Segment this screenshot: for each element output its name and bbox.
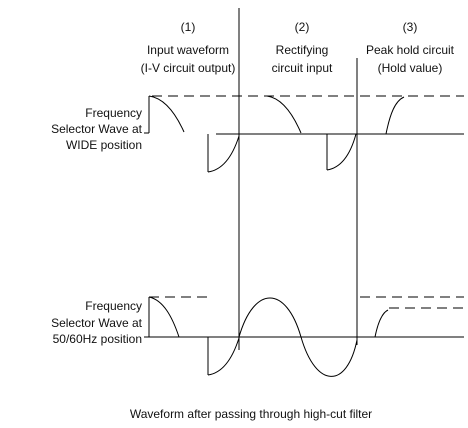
row-2-line-2: Selector Wave at [51, 316, 143, 330]
hz-input-wave [148, 296, 180, 338]
row-2-line-1: Frequency [85, 299, 142, 313]
row-label-50-60hz: Frequency Selector Wave at 50/60Hz posit… [51, 299, 143, 346]
row-2-line-3: 50/60Hz position [53, 332, 142, 346]
wide-input-negative-half [207, 135, 240, 173]
hz-rectifier-sine [238, 297, 358, 377]
hz-input-negative-half [207, 337, 240, 376]
column-1-number: (1) [181, 20, 196, 34]
column-2-subtitle: circuit input [272, 61, 333, 75]
row-label-wide: Frequency Selector Wave at WIDE position [51, 106, 143, 152]
wide-waveform [144, 95, 464, 173]
hz-peak-hold-wave [374, 309, 389, 338]
row-1-line-2: Selector Wave at [51, 122, 143, 136]
wide-input-wave [148, 95, 185, 133]
diagram-caption: Waveform after passing through high-cut … [130, 407, 372, 421]
column-header-2: (2) Rectifying circuit input [272, 20, 333, 75]
column-3-title: Peak hold circuit [366, 43, 455, 57]
column-2-number: (2) [295, 20, 310, 34]
column-3-subtitle: (Hold value) [378, 61, 443, 75]
column-2-title: Rectifying [276, 43, 329, 57]
wide-rectifier-negative-half [326, 133, 357, 171]
column-3-number: (3) [403, 20, 418, 34]
wide-peak-hold-wave [385, 96, 405, 135]
hz-waveform [144, 296, 464, 377]
wide-rectifier-wave [266, 95, 302, 134]
column-1-subtitle: (I-V circuit output) [141, 61, 236, 75]
column-header-1: (1) Input waveform (I-V circuit output) [141, 20, 236, 75]
column-header-3: (3) Peak hold circuit (Hold value) [366, 20, 455, 75]
row-1-line-3: WIDE position [66, 138, 142, 152]
column-1-title: Input waveform [147, 43, 229, 57]
row-1-line-1: Frequency [85, 106, 142, 120]
